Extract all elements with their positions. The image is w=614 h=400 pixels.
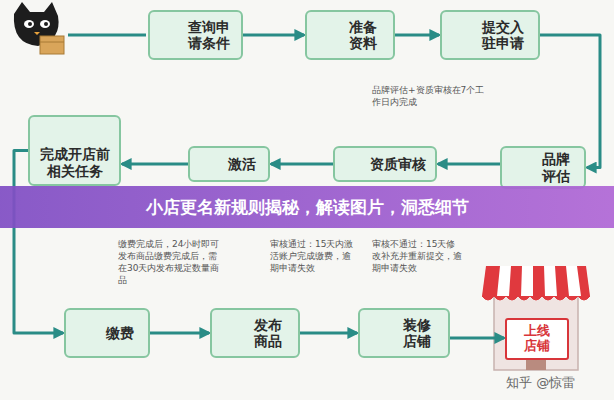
node-text: 装修 店铺 xyxy=(401,317,433,349)
note-text: 品牌评估+资质审核在7个工作日内完成 xyxy=(372,84,492,108)
process-box: 缴费 xyxy=(64,308,150,358)
note-text: 审核通过：15天内激活账户完成缴费，逾期申请失效 xyxy=(270,238,356,274)
flow-arrow xyxy=(395,34,439,37)
node-text: 查询申 请条件 xyxy=(185,19,231,51)
node-text: 品牌 评估 xyxy=(540,151,572,183)
lead-line xyxy=(68,34,146,37)
shop-illustration xyxy=(482,266,590,370)
flow-arrow xyxy=(300,332,357,335)
flow-arrow xyxy=(438,163,500,166)
process-box: 发布 商品 xyxy=(210,308,300,358)
flow-arrow xyxy=(450,337,504,340)
node-text: 上线 店铺 xyxy=(522,324,552,354)
watermark: 知乎 @惊雷 xyxy=(506,374,606,392)
process-box: 准备 资料 xyxy=(305,10,395,60)
cat-mascot xyxy=(14,2,64,54)
node-text: 准备 资料 xyxy=(347,19,379,51)
process-box: 完成开店前 相关任务 xyxy=(28,115,121,186)
node-text: 激活 xyxy=(228,156,256,172)
flow-arrow xyxy=(122,163,188,166)
process-box: 查询申 请条件 xyxy=(148,10,243,60)
process-box: 装修 店铺 xyxy=(358,308,450,358)
node-text: 资质审核 xyxy=(370,156,426,172)
node-text: 提交入 驻申请 xyxy=(480,19,526,51)
note-text: 缴费完成后，24小时即可发布商品缴费完成后，需在30天内发布规定数量商品 xyxy=(118,238,222,287)
flow-arrow xyxy=(243,34,304,37)
note-text: 审核不通过：15天修改补充并重新提交，逾期申请失效 xyxy=(372,238,462,274)
process-box: 激活 xyxy=(188,146,270,182)
flow-arrow xyxy=(271,163,333,166)
flow-arrow xyxy=(150,332,209,335)
shop-sign: 上线 店铺 xyxy=(505,318,569,360)
node-text: 缴费 xyxy=(106,325,134,341)
process-box: 品牌 评估 xyxy=(500,146,586,189)
process-box: 提交入 驻申请 xyxy=(440,10,540,60)
node-text: 完成开店前 相关任务 xyxy=(37,146,111,178)
node-text: 发布 商品 xyxy=(252,317,284,349)
banner-title: 小店更名新规则揭秘，解读图片，洞悉细节 xyxy=(0,186,614,228)
process-box: 资质审核 xyxy=(333,146,437,182)
